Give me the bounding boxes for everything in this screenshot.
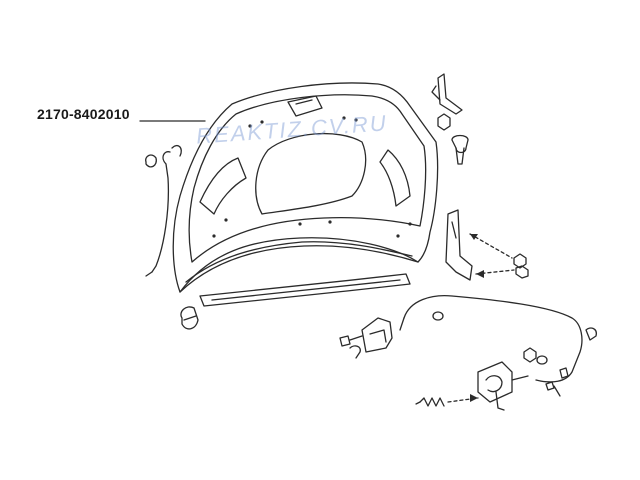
fastener-nut-2 bbox=[523, 347, 537, 363]
lock-return-spring bbox=[415, 397, 445, 407]
fastener-bolt-4 bbox=[559, 367, 569, 379]
hood-bumper-stop bbox=[451, 134, 469, 165]
hood-lock bbox=[477, 361, 529, 411]
hood-release-cable bbox=[399, 294, 583, 383]
hook-spring-clip bbox=[349, 345, 361, 359]
fastener-washer-3 bbox=[536, 355, 548, 365]
fastener-bolt-5 bbox=[545, 381, 561, 397]
hook-bolt bbox=[339, 335, 363, 347]
safety-hook bbox=[361, 317, 393, 353]
hinge-nut bbox=[437, 113, 451, 131]
prop-rod-holder bbox=[145, 154, 157, 168]
fastener-washer-1 bbox=[432, 311, 444, 321]
hood-prop-rod bbox=[145, 144, 182, 277]
bracket-arrows bbox=[469, 233, 515, 275]
hood-panel bbox=[172, 82, 439, 293]
hood-seal-strip bbox=[199, 273, 411, 307]
bracket-nuts bbox=[513, 253, 529, 279]
cable-clip bbox=[585, 327, 597, 341]
prop-rod-clip bbox=[180, 306, 199, 330]
part-number-label: 2170-8402010 bbox=[37, 106, 130, 122]
hood-hinge bbox=[431, 73, 463, 115]
hood-striker-bracket bbox=[445, 209, 473, 281]
